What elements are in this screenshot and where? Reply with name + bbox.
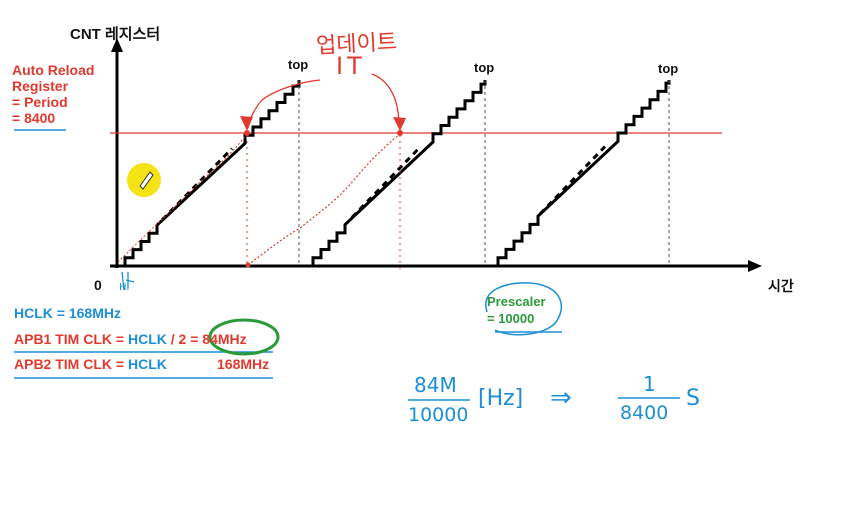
counter-dashed-segment-3	[538, 145, 607, 216]
apb1-hclk: HCLK	[127, 331, 167, 347]
top-label-1: top	[288, 57, 309, 72]
apb1-clock-line: APB1 TIM CLK = HCLK / 2 = 84MHz	[14, 331, 247, 347]
counter-dashed-segment-2	[350, 146, 422, 219]
counter-staircase-1	[117, 80, 301, 268]
apb2-prefix: APB2 TIM CLK =	[14, 356, 128, 372]
formula-denominator: 10000	[408, 404, 469, 426]
formula-result-numerator: 1	[643, 372, 656, 396]
apb2-clock-line: APB2 TIM CLK = HCLK	[14, 356, 167, 372]
counter-ramps	[117, 80, 671, 268]
origin-tick-marks	[121, 271, 135, 291]
note-arrow-right-head	[393, 117, 406, 131]
apb1-prefix: APB1 TIM CLK =	[14, 331, 128, 347]
auto-reload-line2: Register	[12, 78, 69, 94]
84mhz-highlight-ellipse	[208, 318, 280, 356]
auto-reload-line4: = 8400	[12, 110, 56, 126]
formula-numerator: 84M	[414, 373, 457, 397]
apb1-value: 84MHz	[202, 331, 247, 347]
auto-reload-line1: Auto Reload	[12, 62, 95, 78]
pen-cursor-icon	[139, 171, 154, 190]
counter-staircase-2	[305, 80, 487, 268]
first-ramp-red-trace	[117, 133, 248, 263]
y-axis-label: CNT 레지스터	[70, 26, 161, 43]
origin-tick-note: Hi	[119, 282, 130, 293]
prescaler-circle	[485, 282, 563, 336]
it-note: IT	[336, 52, 366, 80]
counter-staircase-3	[490, 80, 671, 268]
formula-result-denominator: 8400	[620, 402, 669, 424]
formula-result-unit: S	[686, 386, 700, 411]
apb1-divide: / 2 =	[166, 331, 203, 347]
update-interval-curve	[247, 133, 401, 266]
origin-label: 0	[94, 277, 102, 293]
x-axis-arrowhead	[748, 260, 762, 272]
prescaler-label: Prescaler	[487, 294, 546, 309]
apb2-value: 168MHz	[217, 356, 270, 372]
auto-reload-line3: = Period	[12, 94, 68, 110]
hclk-text: HCLK = 168MHz	[14, 305, 121, 321]
x-axis-label: 시간	[768, 278, 794, 294]
formula-unit: [Hz]	[478, 386, 524, 411]
y-axis-arrowhead	[111, 38, 123, 52]
update-point-2	[397, 130, 403, 136]
formula-arrow: ⇒	[550, 383, 572, 413]
top-label-3: top	[658, 61, 679, 76]
counter-dashed-segment-1	[160, 147, 234, 222]
note-arrow-left-head	[240, 116, 253, 131]
top-label-2: top	[474, 60, 495, 75]
prescaler-value: = 10000	[487, 311, 535, 326]
apb2-hclk: HCLK	[127, 356, 167, 372]
update-point-1	[244, 130, 250, 136]
